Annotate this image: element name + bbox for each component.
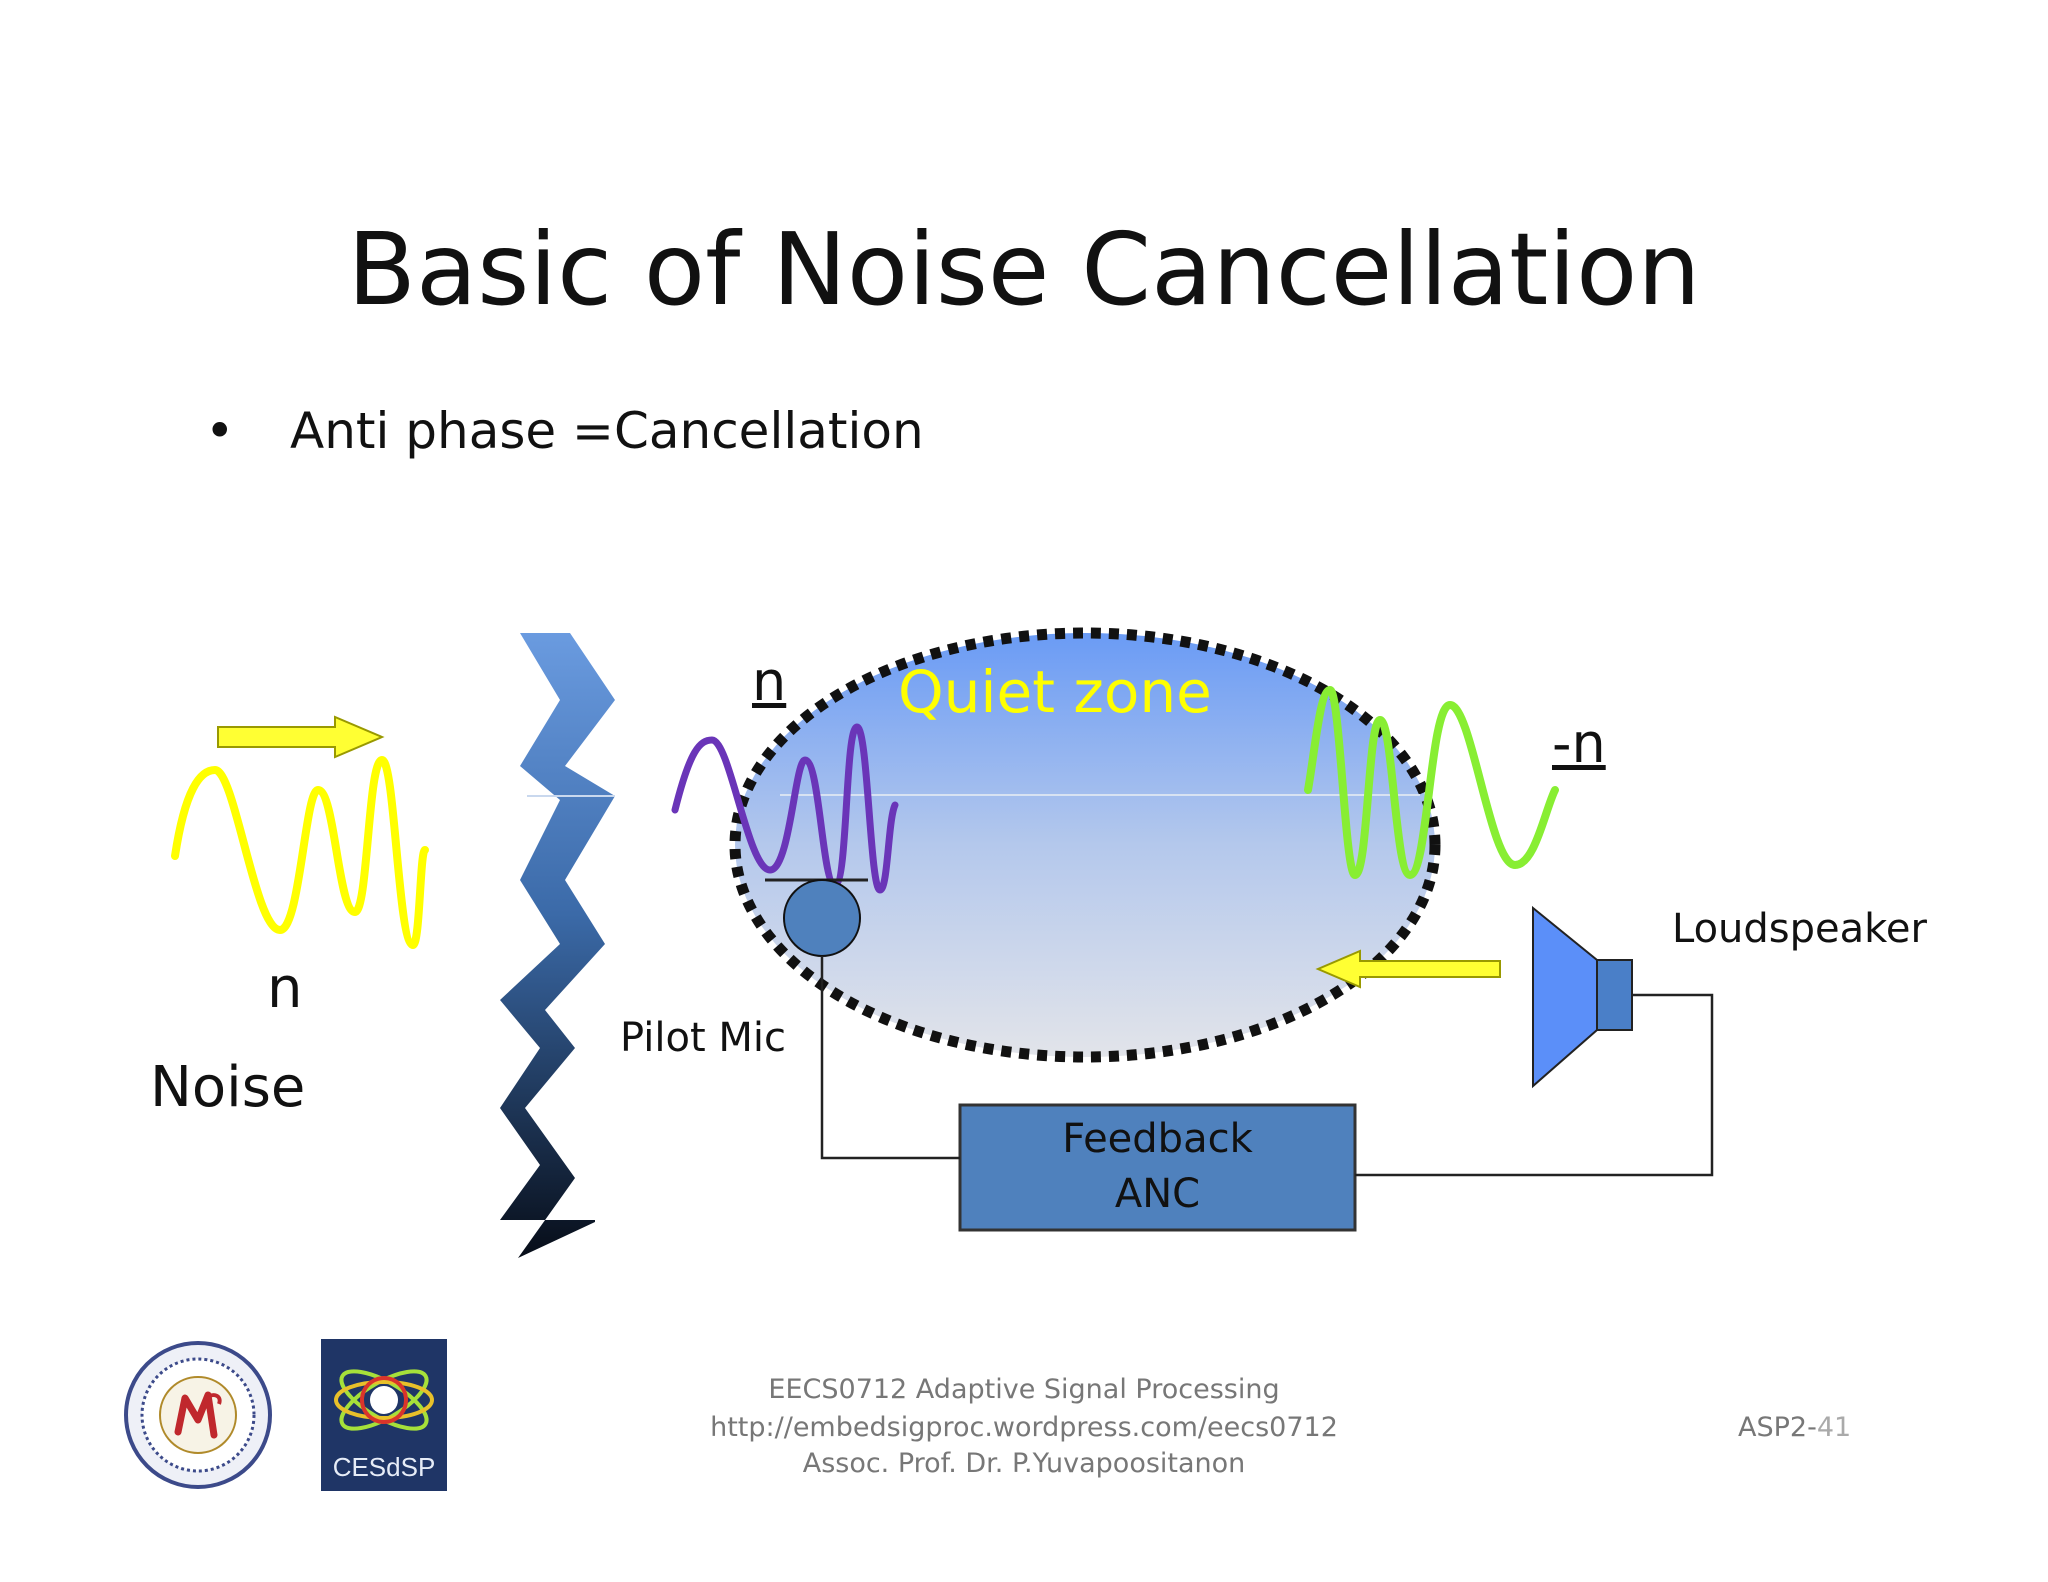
anti-noise-label: -n bbox=[1552, 712, 1606, 775]
cesdsp-logo-text: CESdSP bbox=[333, 1452, 436, 1482]
feedback-anc-text: Feedback ANC bbox=[960, 1112, 1355, 1222]
slide-number-prefix: ASP2- bbox=[1738, 1412, 1817, 1443]
anc-to-speaker-wire bbox=[1355, 993, 1714, 1177]
loudspeaker-icon bbox=[1532, 905, 1598, 1089]
footer-url: http://embedsigproc.wordpress.com/eecs07… bbox=[710, 1412, 1338, 1443]
barrier-wall bbox=[500, 633, 615, 1258]
noise-direction-arrow bbox=[217, 715, 385, 759]
noise-symbol-label: n bbox=[267, 956, 303, 1021]
cesdsp-logo: CESdSP bbox=[321, 1339, 447, 1491]
bullet-item: • Anti phase =Cancellation bbox=[205, 396, 924, 466]
feedback-anc-line1: Feedback bbox=[1062, 1116, 1253, 1162]
footer-course: EECS0712 Adaptive Signal Processing bbox=[768, 1374, 1280, 1405]
noise-wave bbox=[171, 755, 429, 950]
anti-noise-direction-arrow bbox=[1315, 949, 1501, 989]
pilot-mic-label: Pilot Mic bbox=[620, 1015, 786, 1061]
loudspeaker-box bbox=[1596, 959, 1633, 1031]
mic-to-anc-wire bbox=[820, 956, 960, 1160]
slide-number: ASP2-41 bbox=[1738, 1410, 1851, 1446]
mic-wave bbox=[671, 723, 899, 894]
feedback-anc-line2: ANC bbox=[1114, 1171, 1201, 1217]
slide-title: Basic of Noise Cancellation bbox=[347, 211, 1701, 328]
noise-label: Noise bbox=[150, 1055, 306, 1120]
slide-number-value: 41 bbox=[1816, 1412, 1852, 1443]
quiet-zone-area bbox=[729, 627, 1441, 1063]
university-seal-logo bbox=[124, 1341, 272, 1489]
loudspeaker-label: Loudspeaker bbox=[1672, 906, 1927, 952]
bullet-text: Anti phase =Cancellation bbox=[290, 402, 924, 460]
anti-noise-wave bbox=[1304, 685, 1559, 880]
mic-wave-label: n bbox=[752, 650, 787, 713]
pilot-mic-icon bbox=[783, 879, 861, 957]
quiet-zone-label: Quiet zone bbox=[898, 658, 1212, 726]
footer-author: Assoc. Prof. Dr. P.Yuvapoositanon bbox=[802, 1448, 1246, 1479]
feedback-anc-block bbox=[958, 1103, 1357, 1232]
bullet-dot: • bbox=[205, 402, 235, 460]
